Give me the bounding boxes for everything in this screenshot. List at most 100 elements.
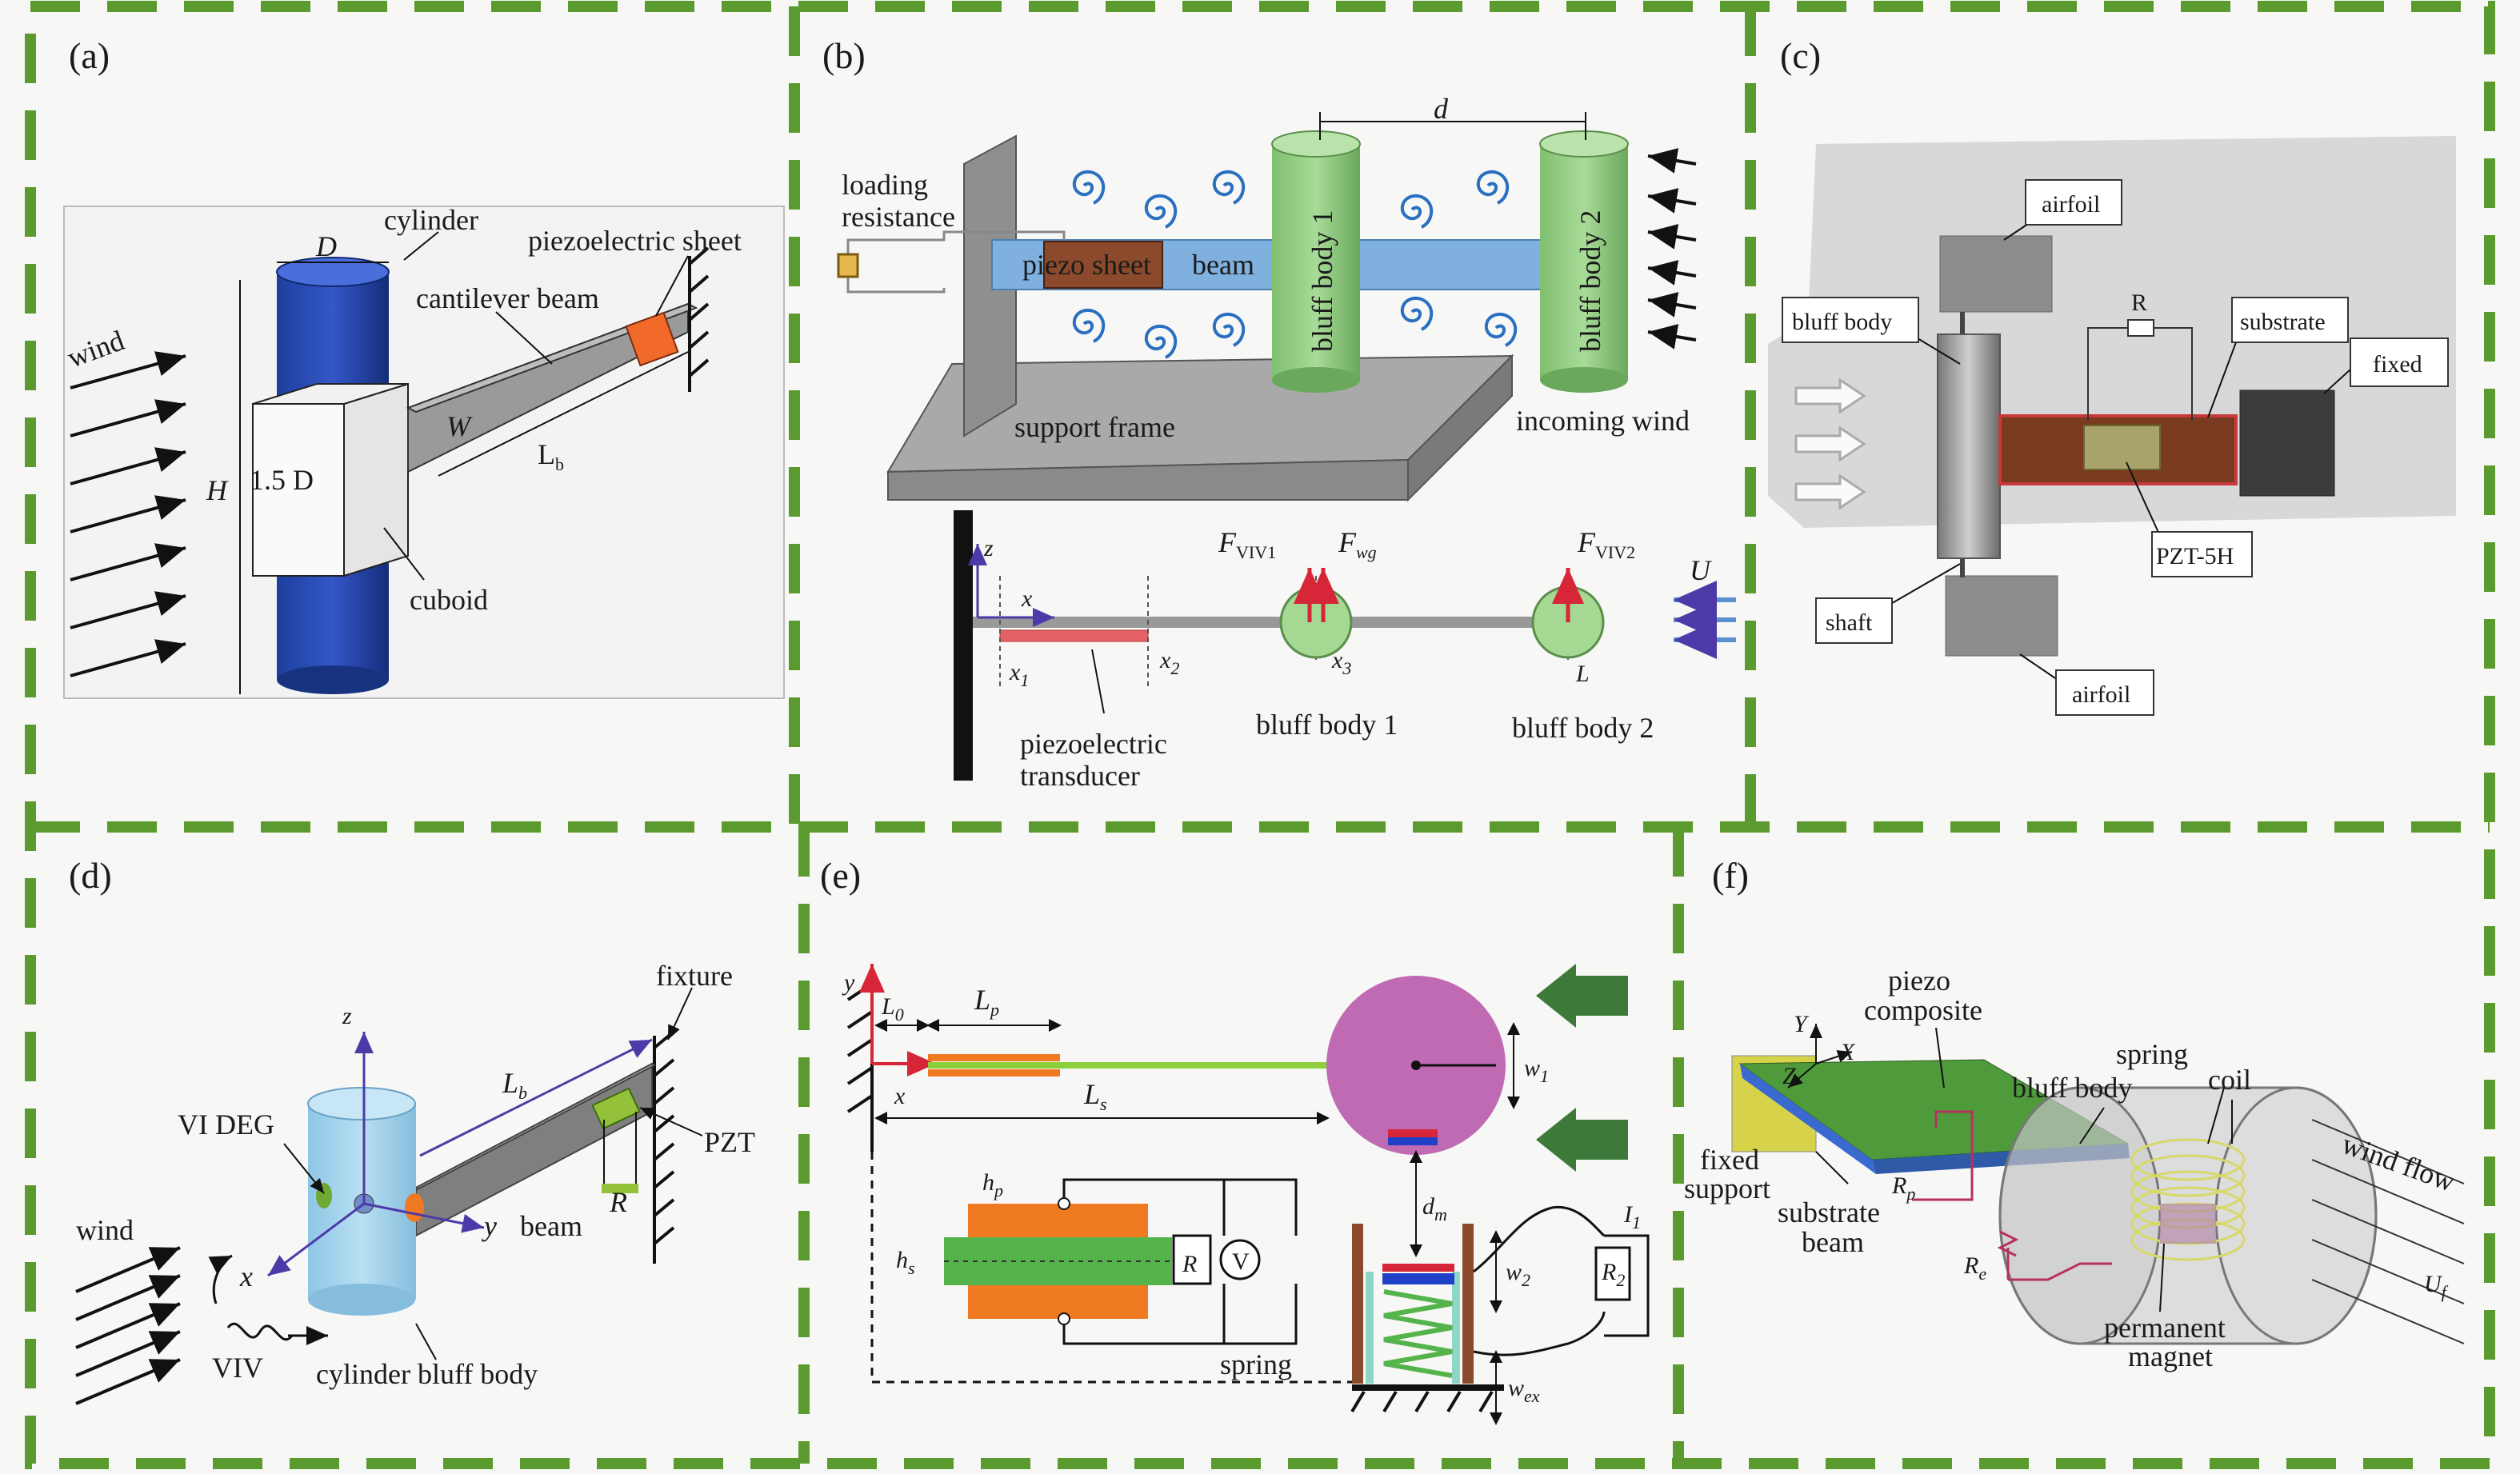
- bluff-body-1: [1271, 130, 1361, 393]
- re-label: Re: [1963, 1252, 1986, 1284]
- x2-label: x2: [1159, 647, 1179, 678]
- panel-a-illustration: cylinder piezoelectric sheet cantilever …: [63, 204, 785, 699]
- w1-label: w1: [1524, 1055, 1549, 1086]
- wind-arrows: [1536, 964, 1628, 1172]
- loading-label-1: loading: [842, 169, 928, 201]
- f-wg-label: Fwg: [1338, 526, 1377, 562]
- r-label: R: [2131, 290, 2147, 316]
- fixed-label: fixed: [2373, 351, 2422, 377]
- cantilever-beam: [406, 302, 698, 473]
- pzt-label: PZT-5H: [2156, 543, 2234, 569]
- panel-f: (f): [1684, 855, 2465, 1372]
- panel-c-photo: airfoil bluff body substrate fixed R PZT…: [1768, 136, 2456, 716]
- piezo-label: piezo: [1888, 965, 1950, 997]
- voltmeter: [1219, 1239, 1261, 1280]
- beam: [991, 239, 1545, 290]
- transducer-label-2: transducer: [1020, 760, 1140, 792]
- r2-label: R2: [1601, 1259, 1625, 1290]
- permanent-label: permanent: [2104, 1312, 2226, 1344]
- support-frame-label: support frame: [1014, 411, 1175, 443]
- airfoil-top: [1939, 235, 2053, 313]
- l-label: L: [1575, 661, 1590, 687]
- z-label: z: [983, 535, 994, 561]
- substrate-label: substrate: [2240, 309, 2326, 335]
- f-viv1-label: FVIV1: [1218, 526, 1276, 562]
- d-label: d: [1434, 93, 1449, 125]
- w2-label: w2: [1506, 1259, 1530, 1290]
- cuboid-leader: [383, 527, 425, 581]
- lb-dim-line: [438, 351, 689, 477]
- fixture-label: fixture: [656, 960, 733, 992]
- electromagnetic-part: [1350, 1205, 1650, 1425]
- coil-resistor: [1594, 1246, 1631, 1301]
- v-label: V: [1232, 1248, 1250, 1275]
- vi-deg-right: [405, 1193, 424, 1222]
- substrate-label: substrate: [1778, 1196, 1880, 1228]
- bluff-body-2: [1539, 130, 1629, 393]
- r-label: R: [1182, 1251, 1197, 1277]
- permanent-magnet: [2160, 1204, 2216, 1244]
- load-resistor: [1172, 1234, 1212, 1285]
- panel-e-tag: (e): [820, 855, 861, 896]
- d-label: D: [315, 230, 337, 262]
- hs-label: hs: [896, 1247, 915, 1278]
- panel-d-tag: (d): [69, 855, 112, 896]
- z-label: z: [342, 1003, 352, 1029]
- wind-arrows: [70, 351, 186, 677]
- lp-label: Lp: [974, 984, 999, 1020]
- flow-u-arrows: [1674, 581, 1736, 659]
- lb-label: Lb: [538, 438, 564, 474]
- bluff-body-2-label: bluff body 2: [1512, 712, 1654, 744]
- transducer-leader: [1091, 649, 1105, 714]
- ratio-label: 1.5 D: [250, 464, 314, 496]
- piezo-sheet: [1043, 241, 1163, 289]
- bluff-body-label: bluff body: [2012, 1072, 2132, 1104]
- bluff-body-2-vertical: bluff body 2: [1574, 210, 1606, 352]
- shaft-label: shaft: [1826, 609, 1873, 636]
- dm-label: dm: [1422, 1193, 1447, 1224]
- fixed-clamp: [2239, 389, 2335, 497]
- beam-label: beam: [520, 1210, 582, 1242]
- transducer-label-1: piezoelectric: [1020, 728, 1167, 760]
- cylinder-bluff-body-label: cylinder bluff body: [316, 1358, 538, 1390]
- panel-c: (c): [1768, 35, 2456, 716]
- vi-deg-label: VI DEG: [178, 1108, 274, 1140]
- loading-resistance: [837, 230, 1066, 294]
- panel-a: (a): [63, 35, 785, 699]
- panel-f-tag: (f): [1712, 855, 1749, 896]
- viv-label: VIV: [212, 1352, 263, 1384]
- x1-label: x1: [1009, 659, 1029, 690]
- bluff-body: [1937, 334, 2001, 559]
- fixed-label: fixed: [1700, 1144, 1759, 1176]
- panel-e: (e): [820, 855, 1650, 1425]
- wind-label: wind: [76, 1214, 134, 1246]
- lb-dim: [419, 1038, 653, 1157]
- support-label: support: [1684, 1172, 1770, 1204]
- x-label: x: [1021, 585, 1033, 612]
- bluff-body-1-vertical: bluff body 1: [1306, 210, 1338, 352]
- l0-label: L0: [881, 993, 904, 1025]
- fixture: [653, 1030, 675, 1264]
- bluff-body-1-label: bluff body 1: [1256, 709, 1398, 741]
- z-axis-label: Z: [1782, 1063, 1796, 1089]
- ls-label: Ls: [1083, 1078, 1107, 1114]
- panel-b-tag: (b): [822, 35, 866, 76]
- panel-b-schematic: z x x1 x2 x3 FVIV1 Fwg FVIV2 U L piezoel…: [954, 510, 1736, 792]
- cuboid-label: cuboid: [410, 584, 488, 616]
- airfoil-bottom: [1945, 575, 2058, 657]
- r-label: R: [609, 1186, 627, 1218]
- spring-label: spring: [1220, 1348, 1292, 1380]
- y-axis-label: Y: [1794, 1011, 1810, 1037]
- spring-label: spring: [2116, 1038, 2188, 1070]
- wind-arrows: [75, 1246, 181, 1405]
- cantilever-beam-label: cantilever beam: [416, 282, 599, 314]
- panel-a-tag: (a): [69, 35, 110, 76]
- piezo-layer: [928, 1069, 1060, 1077]
- panel-b: (b): [822, 35, 1736, 792]
- cross-section: [944, 1178, 1298, 1345]
- fixed-wall: [688, 246, 710, 392]
- i1-label: I1: [1623, 1201, 1641, 1232]
- airfoil-top-label: airfoil: [2042, 191, 2100, 218]
- airfoil-bottom-label: airfoil: [2072, 681, 2130, 708]
